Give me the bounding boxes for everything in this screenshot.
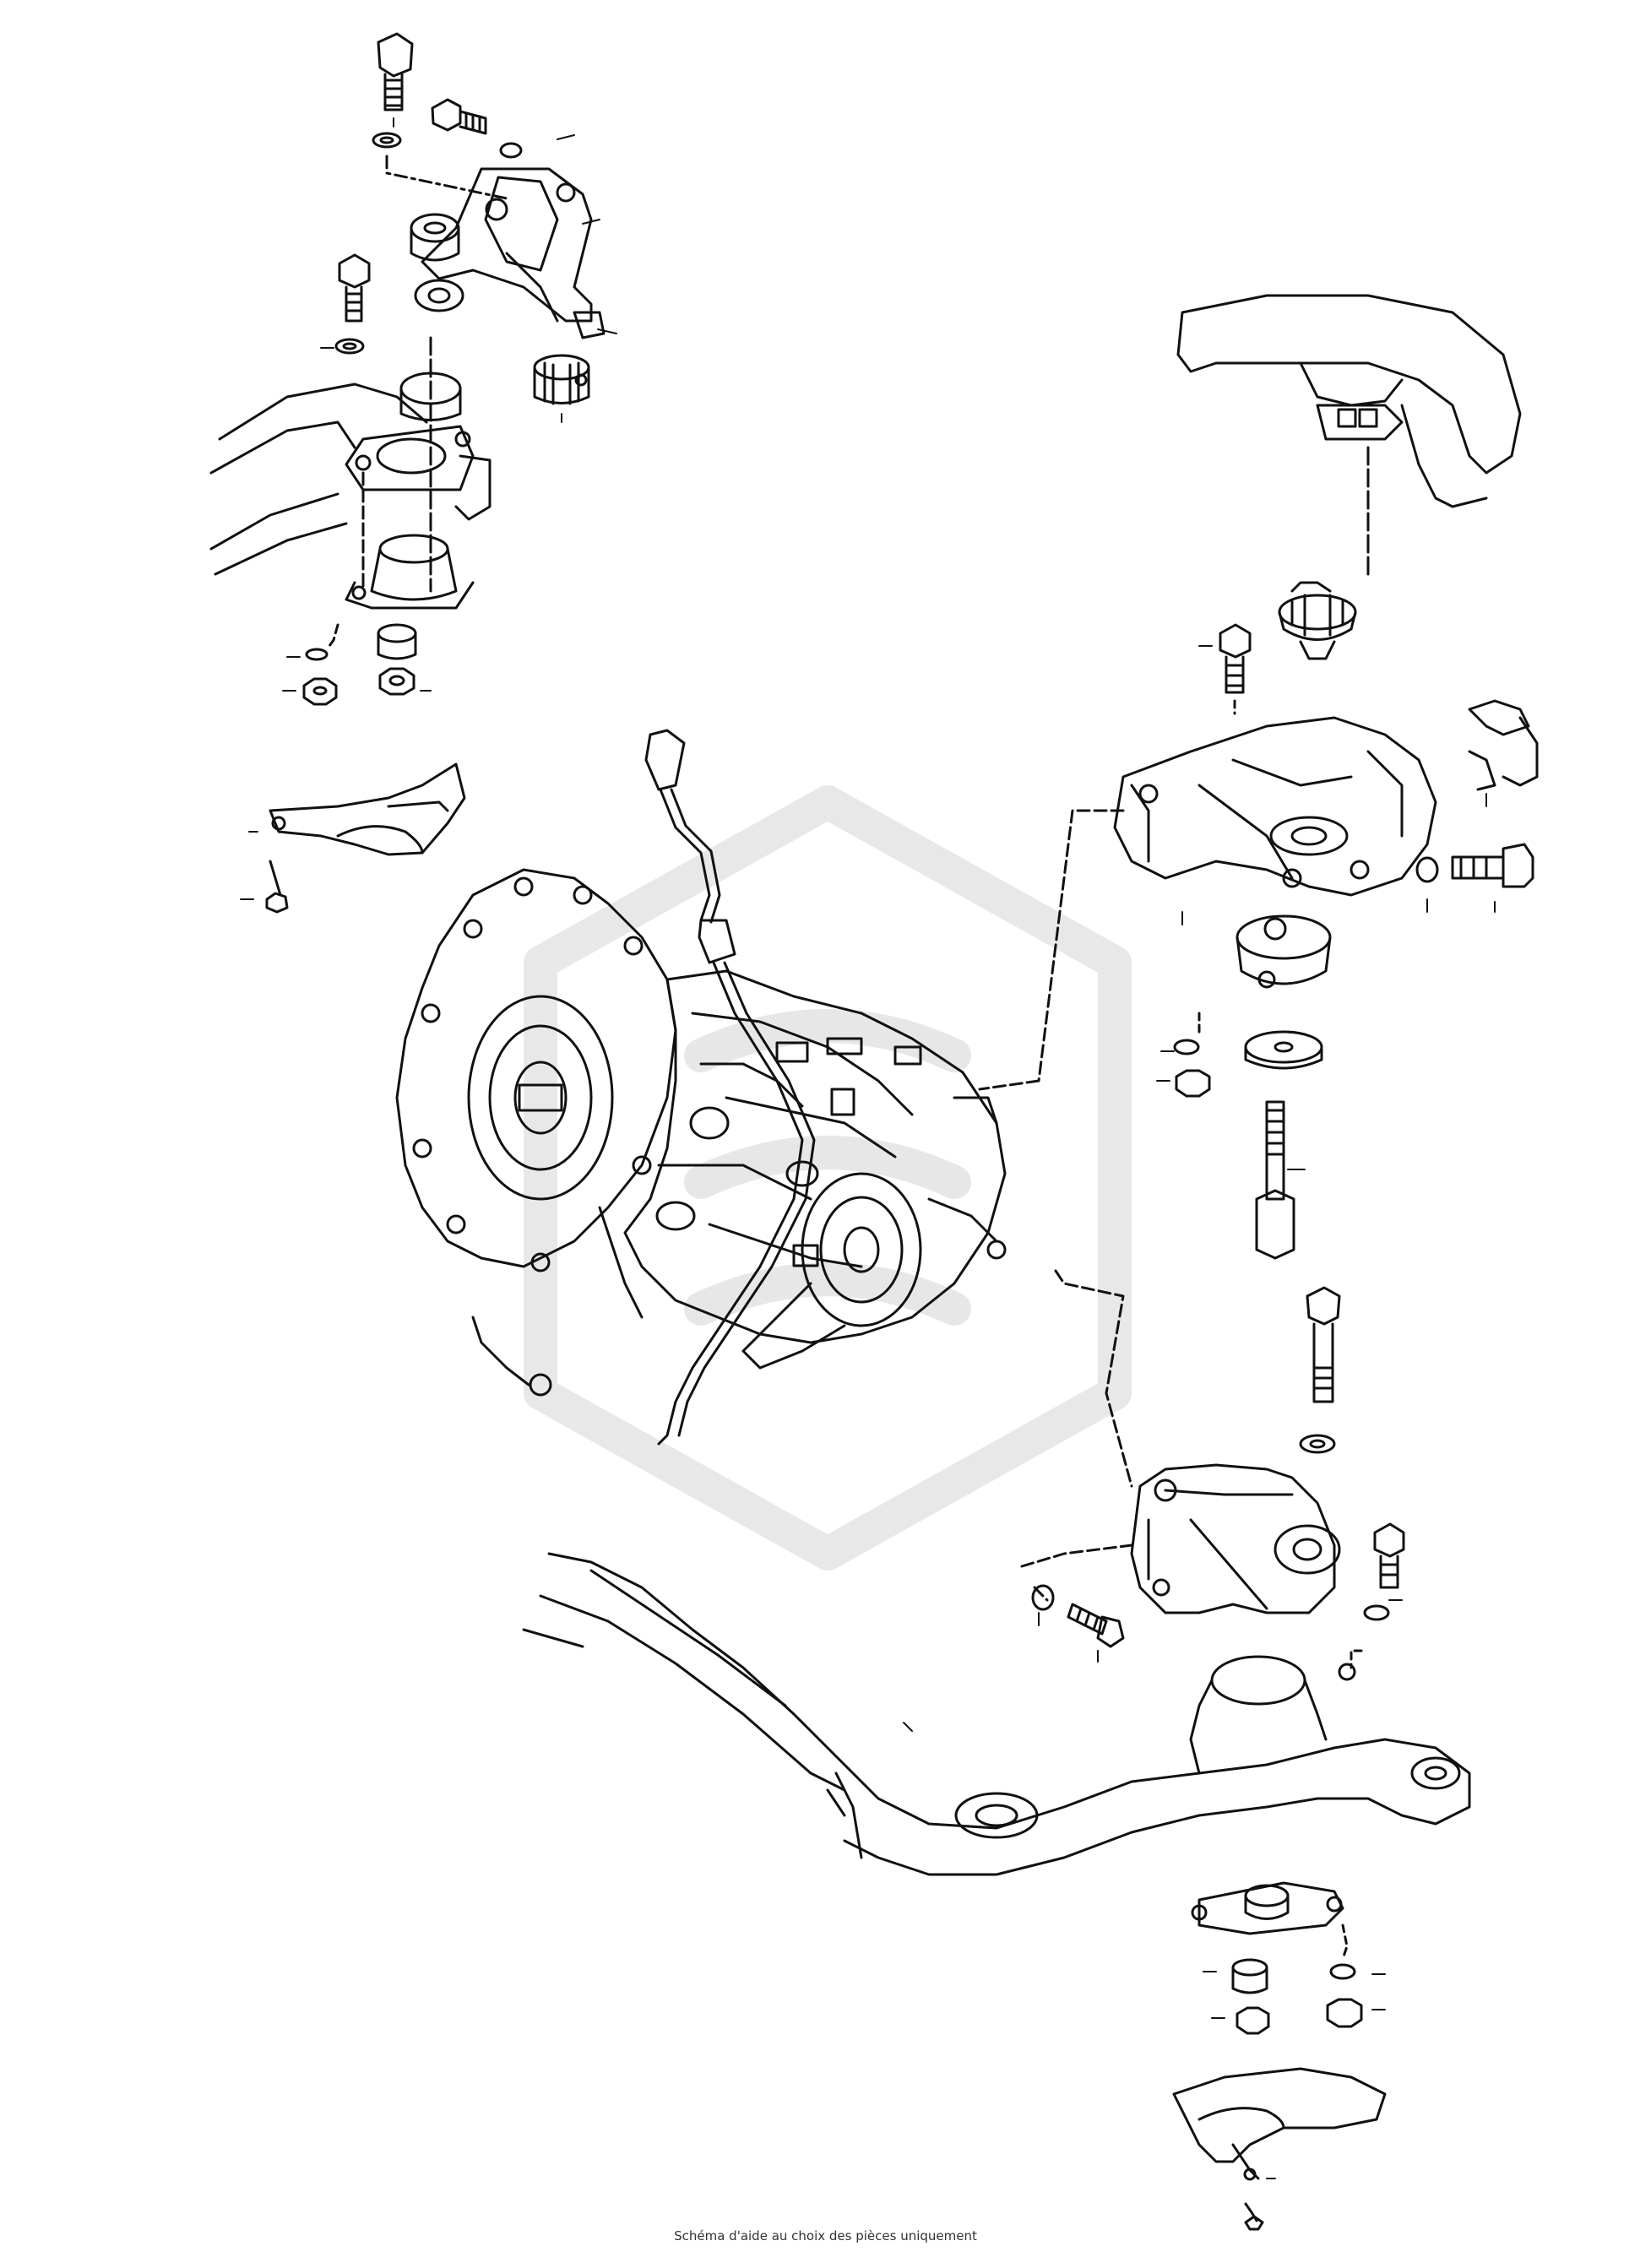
shield-logo-watermark bbox=[524, 785, 1132, 1571]
diagram-caption: Schéma d'aide au choix des pièces unique… bbox=[674, 2228, 977, 2244]
through-bolt-right bbox=[1255, 1100, 1306, 1260]
transmission-bracket-right bbox=[978, 716, 1437, 1091]
rubber-bushing-lower bbox=[1191, 1881, 1386, 2035]
engine-mount-bracket-top-left bbox=[372, 32, 617, 339]
bolt-lower-right bbox=[1299, 1286, 1341, 1454]
transmission-housing bbox=[395, 868, 1007, 1397]
heat-shield-left bbox=[240, 762, 466, 914]
side-bolt-lower bbox=[1031, 1584, 1125, 1663]
rubber-bushing-left bbox=[533, 354, 590, 423]
dipstick-tube bbox=[644, 729, 816, 1446]
bolt-mid-left bbox=[320, 253, 371, 355]
rubber-mount-right bbox=[1156, 914, 1332, 1098]
bolt-top-right bbox=[1198, 623, 1252, 715]
side-bolt-right bbox=[1415, 843, 1534, 913]
bolt-lower-far-right bbox=[1350, 1522, 1405, 1669]
mount-bushing-right bbox=[1278, 581, 1357, 660]
transmission-bracket-lower bbox=[1020, 1269, 1341, 1614]
bracket-clip-right bbox=[1468, 699, 1539, 807]
subframe-left bbox=[209, 336, 491, 593]
rubber-mount-left-lower bbox=[282, 534, 475, 706]
gearbox-cover-top-right bbox=[1176, 294, 1522, 576]
heat-shield-lower bbox=[1172, 2067, 1387, 2231]
crossmember-lower bbox=[522, 1552, 1471, 1876]
